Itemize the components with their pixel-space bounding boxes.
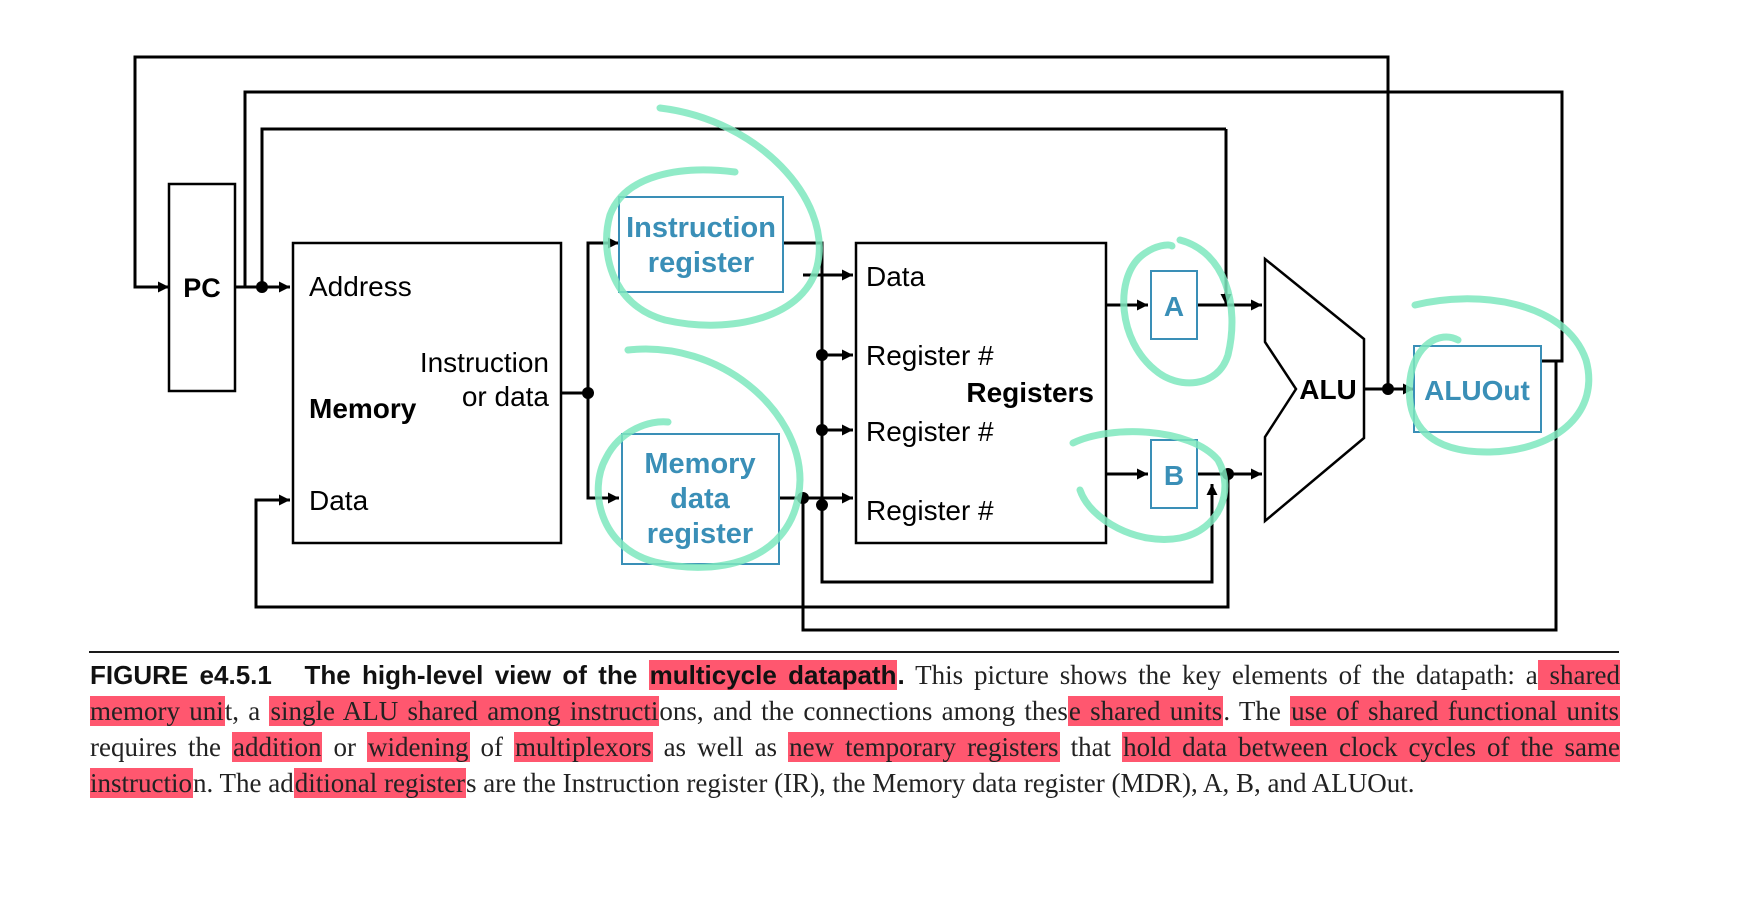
wire-to-ir xyxy=(586,237,619,393)
annotation-circle-ir xyxy=(603,104,823,329)
wire-aluout-to-address xyxy=(243,90,1564,363)
wire-loop-three xyxy=(260,127,1226,287)
wire-ir-out xyxy=(783,241,1218,584)
figure-caption: FIGURE e4.5.1 The high-level view of the… xyxy=(90,657,1621,801)
instruction-register-label-line2: register xyxy=(648,247,754,279)
figure-title-period: . xyxy=(897,660,905,690)
annotation-circle-b xyxy=(1069,428,1229,543)
wire-alu-to-pc xyxy=(133,55,1390,393)
register-file-data-port: Data xyxy=(866,261,926,292)
annotation-circle-mdr xyxy=(594,345,804,571)
wire-mdr-loop xyxy=(801,359,1558,632)
memory-output-port-line1: Instruction xyxy=(420,347,549,378)
instruction-register xyxy=(618,196,784,293)
register-file-read-port-2: Register # xyxy=(866,416,994,447)
highlighted-phrase: e shared units xyxy=(1067,696,1224,726)
annotation-circles xyxy=(594,104,1593,571)
mdr-label-line3: register xyxy=(647,518,753,550)
caption-text: that xyxy=(1059,732,1123,762)
caption-divider xyxy=(89,651,1619,653)
caption-text: . The xyxy=(1223,696,1291,726)
instruction-register-label-line1: Instruction xyxy=(626,212,776,244)
figure-title: The high-level view of the xyxy=(304,660,649,690)
datapath-wires xyxy=(133,55,1564,632)
memory-data-port: Data xyxy=(309,485,369,516)
caption-text: of xyxy=(469,732,515,762)
highlighted-title-phrase: multicycle datapath xyxy=(648,660,898,690)
junction-dot xyxy=(1382,383,1394,395)
highlighted-phrase: use of shared functional units xyxy=(1290,696,1620,726)
junction-dot xyxy=(816,499,828,511)
highlighted-phrase: multiplexors xyxy=(514,732,653,762)
wire-to-mdr xyxy=(586,393,619,504)
highlighted-phrase: ditional register xyxy=(293,768,466,798)
a-register xyxy=(1150,270,1198,340)
mdr-label-line1: Memory xyxy=(644,448,755,480)
register-file-write-port: Register # xyxy=(866,495,994,526)
a-register-label: A xyxy=(1164,291,1184,322)
register-file xyxy=(854,241,1108,545)
figure-label: FIGURE e4.5.1 xyxy=(90,660,272,690)
memory-title: Memory xyxy=(309,393,417,424)
alu-label: ALU xyxy=(1299,374,1357,405)
highlighted-phrase: single ALU shared among instructi xyxy=(269,696,660,726)
memory-unit xyxy=(291,241,563,545)
memory-output-port-line2: or data xyxy=(462,381,550,412)
annotation-circle-aluout xyxy=(1405,295,1593,456)
caption-text: as well as xyxy=(652,732,789,762)
highlighted-phrase: widening xyxy=(367,732,470,762)
junction-dot xyxy=(816,349,828,361)
junction-dot xyxy=(816,424,828,436)
pc-register xyxy=(167,182,237,393)
caption-text: ons, and the connections among thes xyxy=(659,696,1068,726)
highlighted-phrase: addition xyxy=(231,732,323,762)
caption-text: t, a xyxy=(224,696,270,726)
aluout-register xyxy=(1413,345,1542,433)
register-file-read-port-1: Register # xyxy=(866,340,994,371)
caption-text: n. The ad xyxy=(193,768,294,798)
alu-unit xyxy=(1263,256,1366,524)
aluout-label: ALUOut xyxy=(1424,375,1530,406)
annotation-circle-a xyxy=(1120,236,1236,387)
caption-text: This picture shows the key elements of t… xyxy=(904,660,1538,690)
pc-label: PC xyxy=(183,273,221,303)
mdr-label-line2: data xyxy=(670,483,731,515)
memory-address-port: Address xyxy=(309,271,412,302)
caption-text: requires the xyxy=(90,732,232,762)
junction-dot xyxy=(256,281,268,293)
b-register xyxy=(1150,439,1198,509)
caption-text: or xyxy=(322,732,368,762)
junction-dot xyxy=(582,387,594,399)
register-file-title: Registers xyxy=(966,377,1094,408)
highlighted-phrase: new temporary registers xyxy=(788,732,1060,762)
wire-b-to-memory-data xyxy=(254,474,1230,609)
caption-text: s are the Instruction register (IR), the… xyxy=(465,768,1415,798)
b-register-label: B xyxy=(1164,460,1184,491)
